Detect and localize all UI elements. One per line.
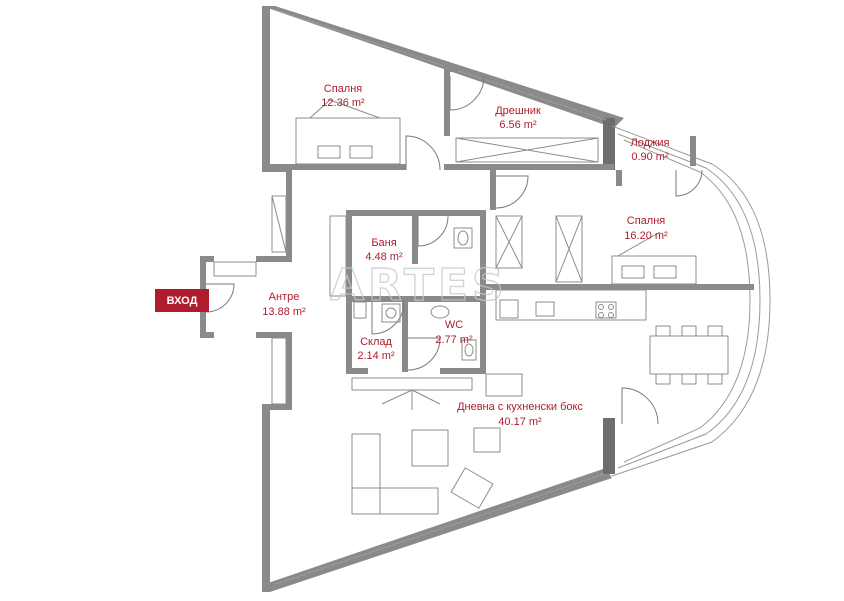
room-area-storage: 2.14 m² [357,350,395,362]
room-area-wc: 2.77 m² [435,334,473,346]
room-name-bedroom-1: Спалня [324,83,363,95]
room-area-closet: 6.56 m² [499,119,537,131]
furniture [213,99,729,515]
room-name-closet: Дрешник [495,105,541,117]
room-labels: Спалня 12.36 m² Дрешник 6.56 m² Лоджия 0… [262,83,669,428]
entry-label: ВХОД [155,289,209,312]
room-name-living: Дневна с кухненски бокс [457,401,583,413]
room-name-loggia: Лоджия [631,137,670,149]
curved-facade [275,9,771,585]
interior-walls [270,66,754,374]
room-area-bedroom-2: 16.20 m² [624,230,668,242]
room-name-hall: Антре [269,291,300,303]
room-area-living: 40.17 m² [498,416,542,428]
room-name-bathroom: Баня [371,237,396,249]
room-name-bedroom-2: Спалня [627,215,666,227]
doors [205,75,703,425]
room-area-loggia: 0.90 m² [631,151,669,163]
room-area-bedroom-1: 12.36 m² [321,97,365,109]
room-name-wc: WC [445,319,463,331]
room-name-storage: Склад [360,336,392,348]
room-area-bathroom: 4.48 m² [365,251,403,263]
watermark: ARTES [330,260,508,311]
room-area-hall: 13.88 m² [262,306,306,318]
